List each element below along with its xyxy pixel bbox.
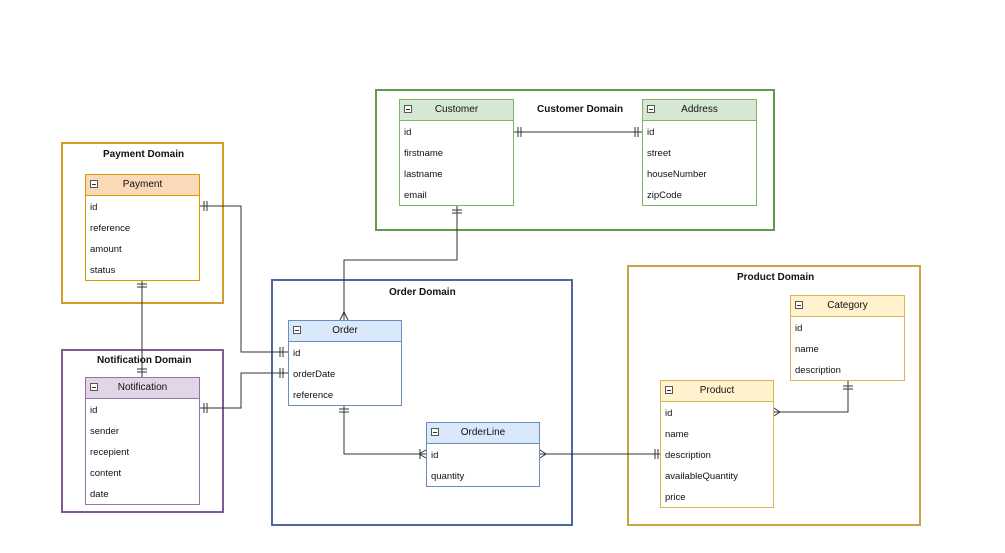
collapse-icon[interactable] bbox=[795, 301, 803, 309]
collapse-icon[interactable] bbox=[647, 105, 655, 113]
notification-attr-id: id bbox=[90, 405, 98, 416]
collapse-icon[interactable] bbox=[90, 383, 98, 391]
notification-attr-sender: sender bbox=[90, 426, 120, 437]
product-attr-description: description bbox=[665, 450, 711, 461]
collapse-icon[interactable] bbox=[293, 326, 301, 334]
notification-domain bbox=[61, 349, 224, 513]
customer-attr-lastname: lastname bbox=[404, 169, 443, 180]
product-table-title: Product bbox=[699, 385, 735, 396]
address-table[interactable]: Address id street houseNumber zipCode bbox=[642, 99, 757, 206]
address-table-title: Address bbox=[681, 104, 718, 115]
order-table[interactable]: Order id orderDate reference bbox=[288, 320, 402, 406]
payment-table-title: Payment bbox=[122, 179, 163, 190]
product-attr-availablequantity: availableQuantity bbox=[665, 471, 738, 482]
order-table-header[interactable]: Order bbox=[289, 321, 401, 342]
category-attr-id: id bbox=[795, 323, 803, 334]
order-attr-reference: reference bbox=[293, 390, 334, 401]
customer-table[interactable]: Customer id firstname lastname email bbox=[399, 99, 514, 206]
product-attr-price: price bbox=[665, 492, 686, 503]
customer-domain bbox=[375, 89, 775, 231]
customer-attr-id: id bbox=[404, 127, 412, 138]
product-domain-title: Product Domain bbox=[737, 272, 815, 283]
product-attr-name: name bbox=[665, 429, 689, 440]
category-attr-name: name bbox=[795, 344, 819, 355]
product-attr-id: id bbox=[665, 408, 673, 419]
payment-attr-status: status bbox=[90, 265, 116, 276]
customer-domain-title: Customer Domain bbox=[537, 104, 624, 115]
payment-attr-id: id bbox=[90, 202, 98, 213]
notification-attr-content: content bbox=[90, 468, 122, 479]
order-domain-title: Order Domain bbox=[389, 287, 456, 298]
notification-table[interactable]: Notification id sender recepient content… bbox=[85, 377, 200, 505]
category-attr-description: description bbox=[795, 365, 841, 376]
customer-attr-firstname: firstname bbox=[404, 148, 444, 159]
order-table-title: Order bbox=[332, 325, 358, 336]
customer-table-title: Customer bbox=[434, 104, 479, 115]
order-attr-id: id bbox=[293, 348, 301, 359]
orderline-attr-quantity: quantity bbox=[431, 471, 465, 482]
notification-table-header[interactable]: Notification bbox=[86, 378, 199, 399]
orderline-table-header[interactable]: OrderLine bbox=[427, 423, 539, 444]
address-table-header[interactable]: Address bbox=[643, 100, 756, 121]
order-attr-orderdate: orderDate bbox=[293, 369, 336, 380]
payment-domain-title: Payment Domain bbox=[103, 149, 185, 160]
customer-attr-email: email bbox=[404, 190, 427, 201]
payment-attr-reference: reference bbox=[90, 223, 131, 234]
category-table[interactable]: Category id name description bbox=[790, 295, 905, 381]
orderline-table-title: OrderLine bbox=[460, 427, 506, 438]
address-attr-id: id bbox=[647, 127, 655, 138]
notification-table-title: Notification bbox=[117, 382, 168, 393]
orderline-attr-id: id bbox=[431, 450, 439, 461]
payment-table-header[interactable]: Payment bbox=[86, 175, 199, 196]
product-domain bbox=[627, 265, 921, 526]
category-table-header[interactable]: Category bbox=[791, 296, 904, 317]
product-table-header[interactable]: Product bbox=[661, 381, 773, 402]
orderline-table[interactable]: OrderLine id quantity bbox=[426, 422, 540, 487]
collapse-icon[interactable] bbox=[665, 386, 673, 394]
payment-attr-amount: amount bbox=[90, 244, 122, 255]
collapse-icon[interactable] bbox=[431, 428, 439, 436]
notification-domain-title: Notification Domain bbox=[97, 355, 192, 366]
category-table-title: Category bbox=[827, 300, 868, 311]
collapse-icon[interactable] bbox=[90, 180, 98, 188]
product-table[interactable]: Product id name description availableQua… bbox=[660, 380, 774, 508]
collapse-icon[interactable] bbox=[404, 105, 412, 113]
address-attr-street: street bbox=[647, 148, 671, 159]
customer-table-header[interactable]: Customer bbox=[400, 100, 513, 121]
address-attr-zipcode: zipCode bbox=[647, 190, 682, 201]
payment-table[interactable]: Payment id reference amount status bbox=[85, 174, 200, 281]
notification-attr-recepient: recepient bbox=[90, 447, 130, 458]
address-attr-housenumber: houseNumber bbox=[647, 169, 707, 180]
notification-attr-date: date bbox=[90, 489, 109, 500]
